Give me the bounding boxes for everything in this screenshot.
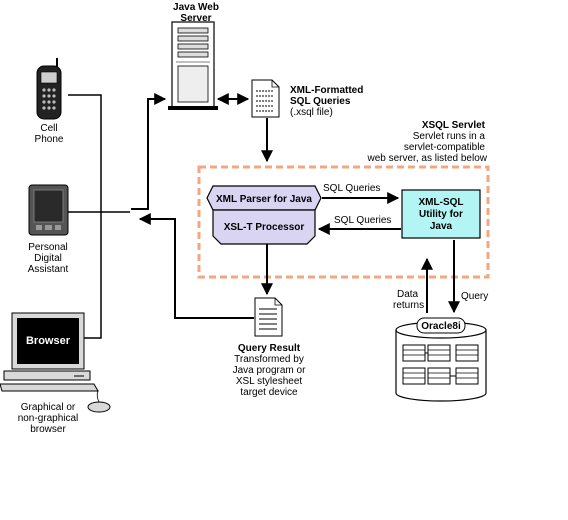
- cell-phone-label-line1: Cell: [40, 123, 57, 134]
- clients-to-server-line: [131, 93, 167, 210]
- cell-phone-icon: [36, 58, 62, 120]
- result-return-line: [138, 213, 254, 319]
- xml-sql-label-line3: Java: [430, 221, 453, 232]
- servlet-title: XSQL Servlet: [422, 120, 486, 131]
- server-label-line1: Java Web: [173, 2, 219, 13]
- server-label-line2: Server: [180, 13, 211, 24]
- xsql-file-label-line1: XML-Formatted: [290, 85, 363, 96]
- servlet-desc-line2: servlet-compatible: [404, 142, 486, 153]
- result-label-line4: XSL stylesheet: [236, 376, 303, 387]
- data-returns-label-line1: Data: [397, 289, 419, 300]
- result-label-line5: target device: [240, 387, 298, 398]
- web-server-icon: [168, 21, 218, 110]
- xml-sql-utility-box: [401, 189, 481, 239]
- sql-queries-label-bottom: SQL Queries: [334, 215, 391, 226]
- xml-parser-label: XML Parser for Java: [216, 194, 312, 205]
- pda-label-line2: Digital: [34, 253, 62, 264]
- xsql-file-label-line3: (.xsql file): [290, 107, 333, 118]
- pda-label-line1: Personal: [28, 242, 67, 253]
- xml-sql-label-line2: Utility for: [419, 209, 463, 220]
- oracle-label-box: [416, 317, 466, 334]
- xsql-file-label-line2: SQL Queries: [290, 96, 351, 107]
- servlet-desc-line1: Servlet runs in a: [413, 131, 486, 142]
- result-label-line1: Query Result: [238, 343, 301, 354]
- query-result-doc-icon: [254, 297, 283, 337]
- sql-queries-label-top: SQL Queries: [323, 183, 380, 194]
- xslt-processor-box: [212, 209, 316, 245]
- browser-connector: [82, 210, 102, 339]
- pda-label-line3: Assistant: [28, 264, 69, 275]
- result-label-line2: Transformed by: [234, 354, 304, 365]
- oracle-database-icon: [395, 321, 487, 402]
- browser-caption-line1: Graphical or: [21, 402, 76, 413]
- data-returns-label-line2: returns: [393, 300, 424, 311]
- xml-sql-label-line1: XML-SQL: [419, 197, 464, 208]
- browser-screen-label: Browser: [26, 335, 71, 347]
- oracle-label: Oracle8i: [421, 321, 461, 332]
- browser-caption-line3: browser: [30, 424, 66, 435]
- xslt-processor-label: XSL-T Processor: [224, 222, 305, 233]
- browser-caption-line2: non-graphical: [18, 413, 79, 424]
- pda-icon: [28, 184, 69, 236]
- query-label: Query: [461, 291, 488, 302]
- servlet-desc-line3: web server, as listed below: [366, 153, 487, 164]
- result-label-line3: Java program or: [233, 365, 306, 376]
- cell-phone-connector: [68, 94, 102, 210]
- computer-icon: [0, 312, 111, 413]
- cell-phone-label-line2: Phone: [35, 134, 64, 145]
- servlet-container: [197, 165, 490, 279]
- xsql-file-icon: [251, 79, 280, 118]
